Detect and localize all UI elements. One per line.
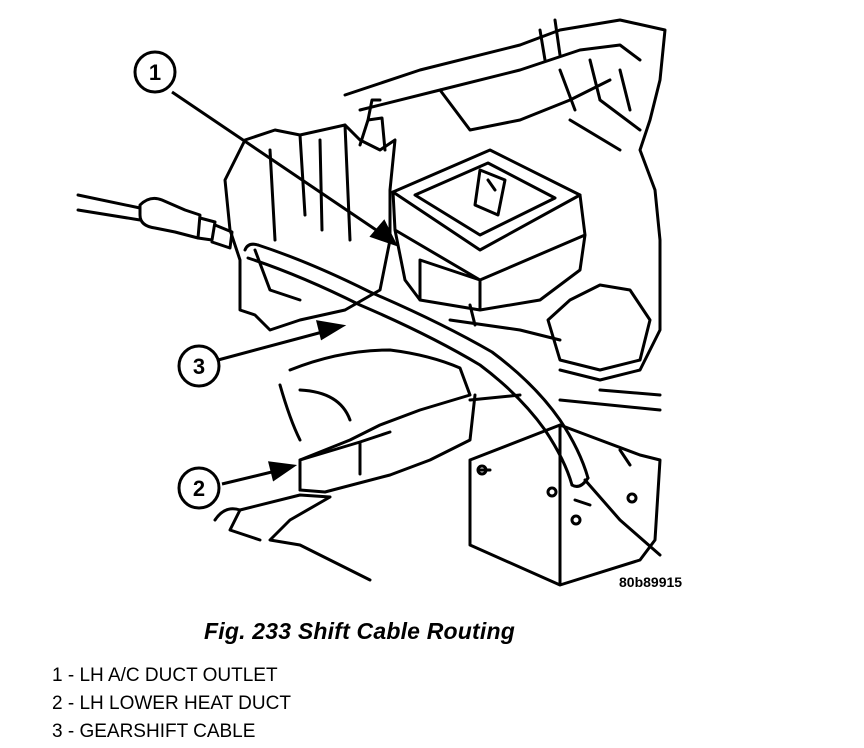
figure-code: 80b89915	[619, 574, 683, 590]
gearshift-cable-inner	[256, 243, 590, 480]
bracket-hole-4	[626, 492, 638, 504]
duct-outlet-body	[391, 190, 587, 312]
cable-bracket	[468, 423, 662, 587]
callout-number-2: 2	[193, 476, 205, 501]
leader-line-3	[217, 328, 331, 362]
heat-duct-curve	[278, 383, 352, 442]
legend-item-1: 1 - LH A/C DUCT OUTLET	[52, 665, 278, 686]
lower-right-housing	[546, 283, 652, 372]
leader-arrow-2	[268, 461, 298, 482]
leader-arrow-3	[315, 320, 347, 341]
bracket-hole-1	[476, 464, 488, 476]
heat-duct-front	[298, 430, 392, 492]
bracket-details	[478, 448, 632, 507]
callout-circle-3	[177, 344, 221, 388]
floor-tunnel	[213, 493, 372, 582]
leader-line-1	[171, 90, 389, 240]
leader-arrow-1	[369, 219, 398, 247]
duct-outlet-flange	[448, 303, 562, 342]
callout-circle-2	[177, 466, 221, 510]
bracket-tab	[358, 98, 387, 152]
duct-outlet-slot	[473, 168, 507, 217]
legend-item-2: 2 - LH LOWER HEAT DUCT	[52, 693, 291, 714]
dash-ribs	[538, 18, 642, 152]
legend-item-3: 3 - GEARSHIFT CABLE	[52, 721, 256, 742]
figure-caption: Fig. 233 Shift Cable Routing	[204, 618, 516, 644]
dash-housing-inner	[358, 43, 642, 132]
left-panel	[223, 123, 397, 332]
lower-heat-duct	[288, 348, 477, 494]
connector-ferrule	[196, 216, 234, 250]
dash-housing	[343, 18, 667, 382]
bracket-hole-2	[546, 486, 558, 498]
shift-cable-illustration: 1 3 2	[76, 18, 667, 587]
gearshift-cable-outer	[246, 256, 574, 487]
leader-line-2	[221, 468, 281, 486]
callout-circle-1	[133, 50, 177, 94]
callout-number-1: 1	[149, 60, 161, 85]
bracket-hole-3	[570, 514, 582, 526]
floor-lines	[468, 388, 662, 412]
cable-connector	[138, 196, 202, 240]
duct-outlet-opening	[413, 161, 557, 237]
callout-number-3: 3	[193, 354, 205, 379]
gearshift-cable-end	[243, 242, 662, 557]
legend-list: 1 - LH A/C DUCT OUTLET 2 - LH LOWER HEAT…	[52, 662, 291, 746]
upper-cable	[76, 193, 142, 222]
left-panel-details	[253, 123, 352, 302]
